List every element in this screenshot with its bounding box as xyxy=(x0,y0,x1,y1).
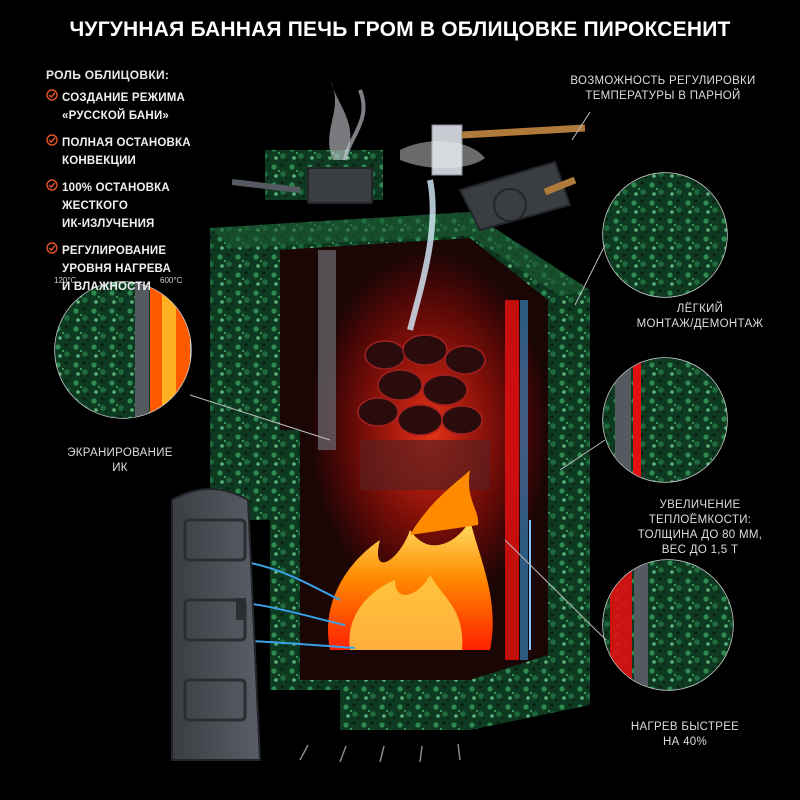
leader-lines xyxy=(189,111,607,641)
page-title: ЧУГУННАЯ БАННАЯ ПЕЧЬ ГРОМ В ОБЛИЦОВКЕ ПИ… xyxy=(69,18,731,41)
list-item: 100% ОСТАНОВКА ЖЕСТКОГО ИК-ИЗЛУЧЕНИЯ xyxy=(46,178,216,232)
check-circle-icon xyxy=(46,179,58,191)
check-circle-icon xyxy=(46,134,58,146)
callout-easy-mount: ЛЁГКИЙ МОНТАЖ/ДЕМОНТАЖ xyxy=(636,303,764,330)
list-item: СОЗДАНИЕ РЕЖИМА «РУССКОЙ БАНИ» xyxy=(46,88,216,124)
steam-hatch-lid xyxy=(458,160,577,232)
callout-temperature-control: ВОЗМОЖНОСТЬ РЕГУЛИРОВКИ ТЕМПЕРАТУРЫ В ПА… xyxy=(570,75,756,102)
fire xyxy=(328,470,493,650)
firebox-door xyxy=(171,488,262,761)
callout-ir-screening: ЭКРАНИРОВАНИЕ ИК xyxy=(67,447,173,474)
list-item-text: СОЗДАНИЕ РЕЖИМА «РУССКОЙ БАНИ» xyxy=(62,92,185,122)
cladding-role-heading: РОЛЬ ОБЛИЦОВКИ: xyxy=(46,68,170,82)
list-item-text: ПОЛНАЯ ОСТАНОВКА КОНВЕКЦИИ xyxy=(62,137,191,167)
list-item-text: РЕГУЛИРОВАНИЕ УРОВНЯ НАГРЕВА И ВЛАЖНОСТИ xyxy=(62,245,171,293)
list-item-text: 100% ОСТАНОВКА ЖЕСТКОГО ИК-ИЗЛУЧЕНИЯ xyxy=(62,182,170,230)
list-item: ПОЛНАЯ ОСТАНОВКА КОНВЕКЦИИ xyxy=(46,133,216,169)
check-circle-icon xyxy=(46,242,58,254)
heater-stones xyxy=(357,334,490,490)
temperature-outer-label: 120°C xyxy=(54,276,77,285)
cladding-role-list: СОЗДАНИЕ РЕЖИМА «РУССКОЙ БАНИ» ПОЛНАЯ ОС… xyxy=(46,88,216,304)
zoom-right-bottom xyxy=(602,559,734,691)
temperature-inner-label: 600°C xyxy=(160,276,183,285)
callout-heat-capacity: УВЕЛИЧЕНИЕ ТЕПЛОЁМКОСТИ: ТОЛЩИНА ДО 80 М… xyxy=(637,499,763,556)
zoom-right-top xyxy=(602,172,728,298)
zoom-right-middle xyxy=(602,357,728,483)
water-ladle xyxy=(400,124,586,331)
chimney xyxy=(231,80,373,204)
floor-air-arrows xyxy=(299,743,461,763)
check-circle-icon xyxy=(46,89,58,101)
list-item: РЕГУЛИРОВАНИЕ УРОВНЯ НАГРЕВА И ВЛАЖНОСТИ xyxy=(46,241,216,295)
callout-faster-heating: НАГРЕВ БЫСТРЕЕ НА 40% xyxy=(630,721,740,748)
